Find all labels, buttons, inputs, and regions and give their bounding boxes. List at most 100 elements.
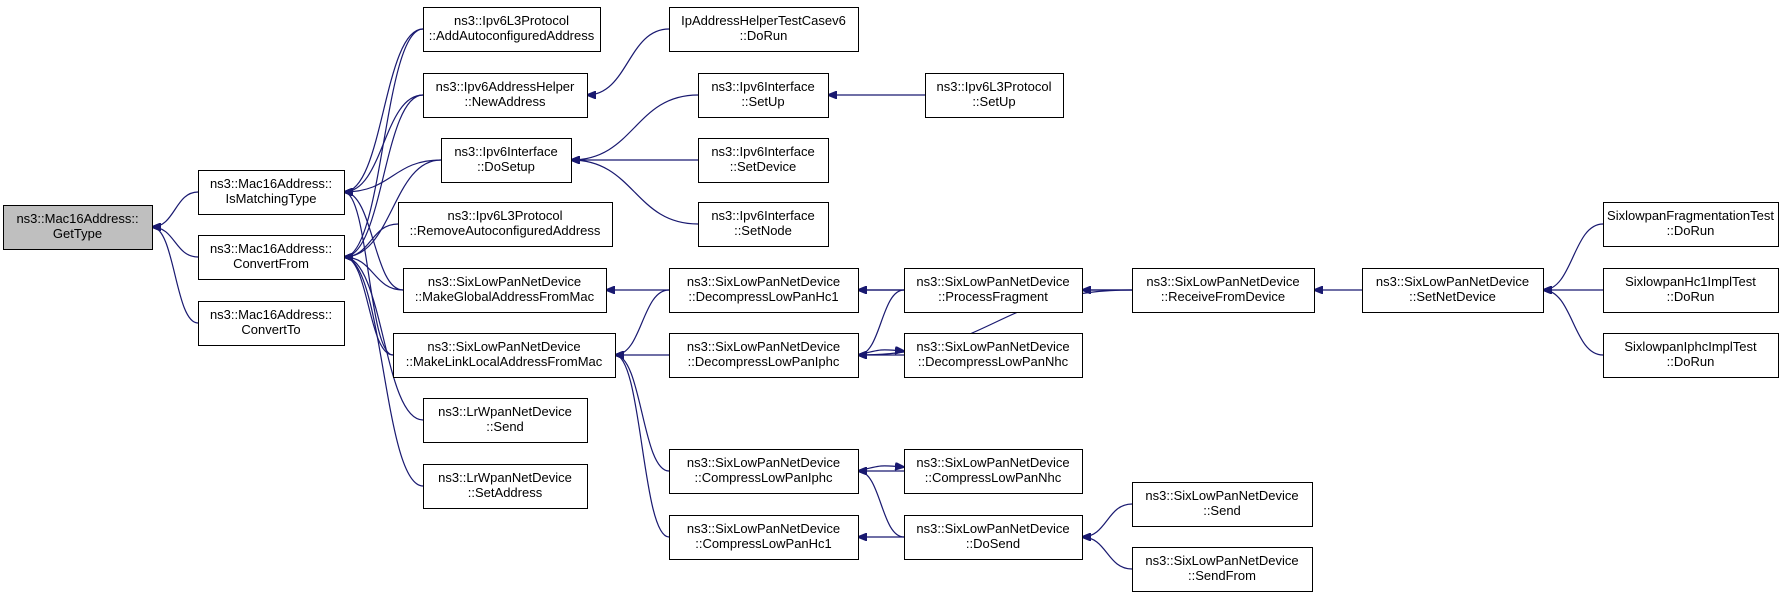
edge-dosend-to-compiphc bbox=[858, 471, 905, 538]
node-ipv6interface-dosetup[interactable]: ns3::Ipv6Interface::DoSetup bbox=[441, 138, 572, 183]
node-lrwpan-setaddress[interactable]: ns3::LrWpanNetDevice::SetAddress bbox=[423, 464, 588, 509]
node-sixlowpan-makelinklocal[interactable]: ns3::SixLowPanNetDevice::MakeLinkLocalAd… bbox=[393, 333, 616, 378]
node-mac16-convertto[interactable]: ns3::Mac16Address::ConvertTo bbox=[198, 301, 345, 346]
edge-dosetup-to-ismatching bbox=[344, 159, 442, 192]
edge-ismatching-to-gettype bbox=[152, 191, 199, 227]
node-sixlowpanfragmentationtest-dorun-box bbox=[1603, 202, 1779, 247]
node-lrwpan-setaddress-box bbox=[423, 464, 588, 509]
node-sixlowpan-processfragment-label-1: ns3::SixLowPanNetDevice bbox=[916, 274, 1069, 289]
node-ipaddresshelpertest-dorun[interactable]: IpAddressHelperTestCasev6::DoRun bbox=[669, 7, 859, 52]
node-sixlowpan-dosend-label-2: ::DoSend bbox=[966, 536, 1020, 551]
node-ipaddresshelpertest-dorun-box bbox=[669, 7, 859, 52]
edge-group bbox=[152, 227, 199, 324]
node-sixlowpan-decompressiphc-label-1: ns3::SixLowPanNetDevice bbox=[687, 339, 840, 354]
node-sixlowpan-makeglobaladdress[interactable]: ns3::SixLowPanNetDevice::MakeGlobalAddre… bbox=[403, 268, 607, 313]
node-sixlowpan-compressnhc[interactable]: ns3::SixLowPanNetDevice::CompressLowPanN… bbox=[904, 449, 1083, 494]
node-ipv6interface-setnode-label-2: ::SetNode bbox=[734, 223, 792, 238]
node-sixlowpan-compresshc1-label-1: ns3::SixLowPanNetDevice bbox=[687, 521, 840, 536]
node-sixlowpaniphcimpltest-dorun-box bbox=[1603, 333, 1779, 378]
edge-group bbox=[858, 289, 905, 355]
node-sixlowpan-sendfrom-label-2: ::SendFrom bbox=[1188, 568, 1256, 583]
nodes-layer: ns3::Mac16Address::GetTypens3::Mac16Addr… bbox=[3, 7, 1779, 592]
edge-group bbox=[571, 94, 699, 160]
node-ipv6addresshelper-newaddress-box bbox=[423, 73, 588, 118]
node-sixlowpan-compressnhc-label-1: ns3::SixLowPanNetDevice bbox=[916, 455, 1069, 470]
edge-group bbox=[1082, 503, 1133, 537]
node-sixlowpan-dosend[interactable]: ns3::SixLowPanNetDevice::DoSend bbox=[904, 515, 1083, 560]
node-ipv6l3-removeautoconfigured[interactable]: ns3::Ipv6L3Protocol::RemoveAutoconfigure… bbox=[398, 202, 613, 247]
node-mac16-convertfrom-label-2: ConvertFrom bbox=[233, 256, 309, 271]
node-ipv6interface-setnode-label-1: ns3::Ipv6Interface bbox=[711, 208, 814, 223]
node-sixlowpan-compressiphc[interactable]: ns3::SixLowPanNetDevice::CompressLowPanI… bbox=[669, 449, 859, 494]
node-mac16-convertfrom[interactable]: ns3::Mac16Address::ConvertFrom bbox=[198, 235, 345, 280]
node-mac16-ismatchingtype-label-1: ns3::Mac16Address:: bbox=[210, 176, 332, 191]
node-ipv6addresshelper-newaddress[interactable]: ns3::Ipv6AddressHelper::NewAddress bbox=[423, 73, 588, 118]
node-sixlowpan-send-label-1: ns3::SixLowPanNetDevice bbox=[1145, 488, 1298, 503]
node-ipv6addresshelper-newaddress-label-2: ::NewAddress bbox=[465, 94, 546, 109]
node-ipaddresshelpertest-dorun-label-1: IpAddressHelperTestCasev6 bbox=[681, 13, 846, 28]
node-sixlowpanhc1impltest-dorun-box bbox=[1603, 268, 1779, 313]
edge-group bbox=[344, 257, 424, 421]
node-sixlowpan-decompresshc1-label-1: ns3::SixLowPanNetDevice bbox=[687, 274, 840, 289]
edge-dechc1-to-makelinklocal bbox=[615, 289, 670, 355]
edge-group bbox=[344, 28, 424, 257]
node-sixlowpan-sendfrom[interactable]: ns3::SixLowPanNetDevice::SendFrom bbox=[1132, 547, 1313, 592]
node-sixlowpaniphcimpltest-dorun[interactable]: SixlowpanIphcImplTest::DoRun bbox=[1603, 333, 1779, 378]
node-sixlowpan-decompressiphc[interactable]: ns3::SixLowPanNetDevice::DecompressLowPa… bbox=[669, 333, 859, 378]
node-ipv6interface-setup-label-1: ns3::Ipv6Interface bbox=[711, 79, 814, 94]
edge-addauto-to-convertfrom bbox=[344, 28, 424, 257]
node-sixlowpan-decompresshc1[interactable]: ns3::SixLowPanNetDevice::DecompressLowPa… bbox=[669, 268, 859, 313]
edge-ifsetnode-to-dosetup bbox=[571, 160, 699, 225]
node-ipv6interface-setdevice[interactable]: ns3::Ipv6Interface::SetDevice bbox=[698, 138, 829, 183]
node-sixlowpan-decompressnhc[interactable]: ns3::SixLowPanNetDevice::DecompressLowPa… bbox=[904, 333, 1083, 378]
node-sixlowpan-setnetdevice[interactable]: ns3::SixLowPanNetDevice::SetNetDevice bbox=[1362, 268, 1544, 313]
node-ipv6interface-dosetup-label-1: ns3::Ipv6Interface bbox=[454, 144, 557, 159]
node-ipv6interface-setup-label-2: ::SetUp bbox=[741, 94, 784, 109]
node-lrwpan-send-box bbox=[423, 398, 588, 443]
node-sixlowpan-compressiphc-label-1: ns3::SixLowPanNetDevice bbox=[687, 455, 840, 470]
node-sixlowpan-decompressnhc-box bbox=[904, 333, 1083, 378]
node-lrwpan-send[interactable]: ns3::LrWpanNetDevice::Send bbox=[423, 398, 588, 443]
node-mac16-convertto-box bbox=[198, 301, 345, 346]
node-lrwpan-send-label-2: ::Send bbox=[486, 419, 524, 434]
node-ipv6l3-addautoconfigured-box bbox=[423, 7, 601, 52]
node-ipv6addresshelper-newaddress-label-1: ns3::Ipv6AddressHelper bbox=[436, 79, 575, 94]
node-sixlowpanfragmentationtest-dorun[interactable]: SixlowpanFragmentationTest::DoRun bbox=[1603, 202, 1779, 247]
node-ipv6interface-dosetup-label-2: ::DoSetup bbox=[477, 159, 535, 174]
node-sixlowpan-setnetdevice-label-1: ns3::SixLowPanNetDevice bbox=[1376, 274, 1529, 289]
edge-group bbox=[1543, 223, 1604, 290]
node-ipaddresshelpertest-dorun-label-2: ::DoRun bbox=[740, 28, 788, 43]
edge-procfrag-to-deciphc bbox=[858, 289, 905, 355]
node-mac16-gettype-label-2: GetType bbox=[53, 226, 102, 241]
node-ipv6l3-setup[interactable]: ns3::Ipv6L3Protocol::SetUp bbox=[925, 73, 1064, 118]
node-ipv6l3-addautoconfigured-label-1: ns3::Ipv6L3Protocol bbox=[454, 13, 569, 28]
node-sixlowpan-compressiphc-box bbox=[669, 449, 859, 494]
edge-addauto-to-ismatching bbox=[344, 28, 424, 192]
edge-removeauto-to-convertfrom bbox=[344, 223, 399, 257]
edge-group bbox=[615, 289, 670, 355]
node-sixlowpan-receivefromdevice-box bbox=[1132, 268, 1315, 313]
node-sixlowpan-processfragment[interactable]: ns3::SixLowPanNetDevice::ProcessFragment bbox=[904, 268, 1083, 313]
node-sixlowpanhc1impltest-dorun[interactable]: SixlowpanHc1ImplTest::DoRun bbox=[1603, 268, 1779, 313]
edge-newaddress-to-convertfrom bbox=[344, 94, 424, 257]
edge-compiphc-to-makelinklocal bbox=[615, 355, 670, 472]
node-sixlowpan-processfragment-box bbox=[904, 268, 1083, 313]
node-mac16-gettype-label-1: ns3::Mac16Address:: bbox=[16, 211, 138, 226]
edge-lrsend-to-convertfrom bbox=[344, 257, 424, 421]
node-ipv6interface-setup[interactable]: ns3::Ipv6Interface::SetUp bbox=[698, 73, 829, 118]
node-mac16-convertto-label-1: ns3::Mac16Address:: bbox=[210, 307, 332, 322]
node-sixlowpan-receivefromdevice[interactable]: ns3::SixLowPanNetDevice::ReceiveFromDevi… bbox=[1132, 268, 1315, 313]
edge-fragtest-to-setnetdevice bbox=[1543, 223, 1604, 290]
node-ipv6interface-setnode[interactable]: ns3::Ipv6Interface::SetNode bbox=[698, 202, 829, 247]
edge-makelinklocal-to-ismatching bbox=[344, 192, 394, 356]
node-sixlowpanfragmentationtest-dorun-label-2: ::DoRun bbox=[1667, 223, 1715, 238]
node-sixlowpan-compresshc1[interactable]: ns3::SixLowPanNetDevice::CompressLowPanH… bbox=[669, 515, 859, 560]
node-sixlowpan-sendfrom-box bbox=[1132, 547, 1313, 592]
node-sixlowpan-decompressiphc-label-2: ::DecompressLowPanIphc bbox=[688, 354, 840, 369]
node-sixlowpan-receivefromdevice-label-1: ns3::SixLowPanNetDevice bbox=[1146, 274, 1299, 289]
node-mac16-ismatchingtype[interactable]: ns3::Mac16Address::IsMatchingType bbox=[198, 170, 345, 215]
node-mac16-convertfrom-label-1: ns3::Mac16Address:: bbox=[210, 241, 332, 256]
node-ipv6l3-addautoconfigured[interactable]: ns3::Ipv6L3Protocol::AddAutoconfiguredAd… bbox=[423, 7, 601, 52]
node-sixlowpan-send[interactable]: ns3::SixLowPanNetDevice::Send bbox=[1132, 482, 1313, 527]
edge-group bbox=[857, 466, 904, 472]
